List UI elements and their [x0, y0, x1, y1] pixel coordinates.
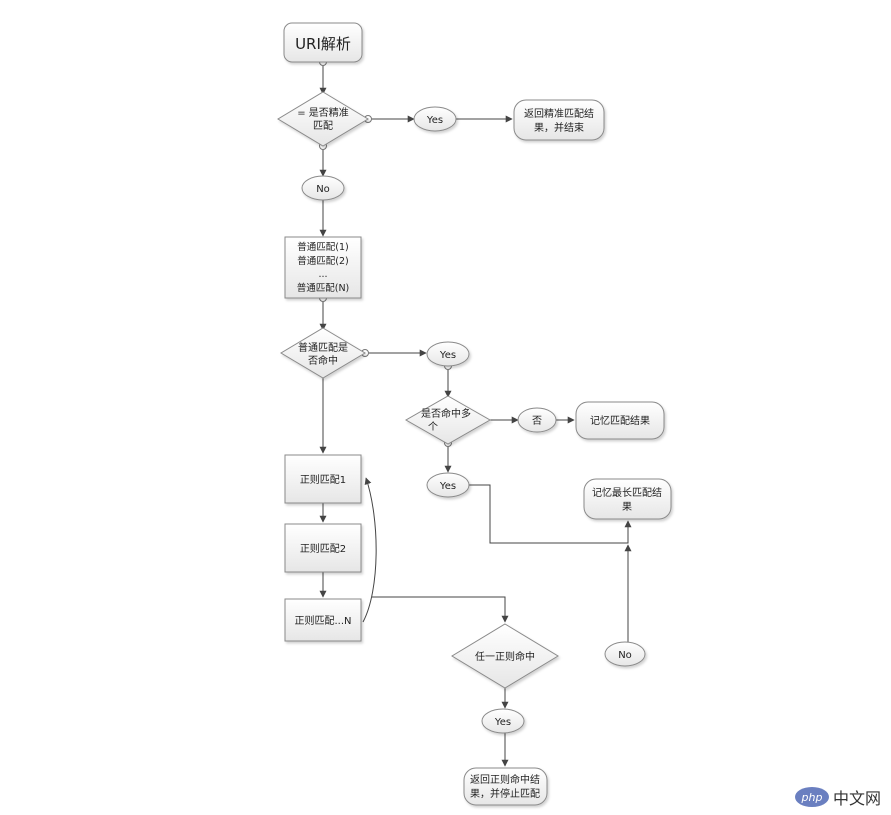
node-regex-2: 正则匹配2 [284, 523, 362, 573]
node-remember-longest: 记忆最长匹配结 果 [583, 478, 672, 520]
return-regex-line2: 果，并停止匹配 [470, 787, 540, 800]
normal-list-line1: 普通匹配(1) [297, 241, 348, 253]
yes-normal-label: Yes [439, 350, 456, 361]
normal-list-line4: 普通匹配(N) [297, 282, 350, 294]
node-yes-exact: Yes [413, 106, 457, 132]
node-no-exact: No [301, 175, 345, 201]
normal-hit-line2: 否命中 [308, 354, 338, 367]
node-yes-regex: Yes [481, 708, 525, 734]
decision-multi-hit: 是否命中多 个 [404, 395, 492, 445]
node-uri-parse: URI解析 [283, 22, 363, 63]
uri-parse-label: URI解析 [295, 35, 351, 53]
edge-yes-to-remember-longest [469, 484, 632, 544]
edges [319, 62, 632, 767]
php-logo-icon: php [794, 787, 829, 807]
yes-regex-label: Yes [494, 717, 511, 728]
regex2-label: 正则匹配2 [300, 542, 346, 555]
node-yes-normal: Yes [426, 341, 470, 367]
no-regex-label: No [618, 650, 632, 661]
regexN-label: 正则匹配...N [294, 614, 351, 627]
yes-multi-label: Yes [439, 481, 456, 492]
node-regex-n: 正则匹配...N [284, 598, 362, 642]
node-return-regex: 返回正则命中结 果，并停止匹配 [463, 767, 548, 806]
node-return-exact: 返回精准匹配结 果，并结束 [513, 99, 605, 141]
watermark: php 中文网 [794, 785, 881, 809]
node-regex-1: 正则匹配1 [284, 454, 362, 504]
remember-match-label: 记忆匹配结果 [590, 414, 650, 427]
multi-hit-line2: 个 [428, 421, 438, 433]
node-normal-match-list: 普通匹配(1) 普通匹配(2) ... 普通匹配(N) [284, 236, 362, 299]
remember-longest-line2: 果 [622, 501, 632, 513]
normal-list-line3: ... [318, 269, 327, 280]
normal-list-line2: 普通匹配(2) [297, 255, 348, 267]
decision-any-regex-hit: 任一正则命中 [451, 623, 559, 689]
node-yes-multi: Yes [426, 472, 470, 498]
multi-hit-line1: 是否命中多 [421, 407, 471, 420]
decision-normal-hit: 普通匹配是 否命中 [280, 327, 366, 379]
exact-match-line2: 匹配 [313, 120, 333, 132]
edge-regex-to-any-hit [372, 596, 509, 623]
yes-exact-label: Yes [426, 115, 443, 126]
node-no-regex: No [604, 641, 646, 667]
normal-hit-line1: 普通匹配是 [298, 341, 348, 354]
return-exact-line1: 返回精准匹配结 [524, 107, 594, 120]
return-regex-line1: 返回正则命中结 [470, 773, 540, 786]
decision-exact-match: = 是否精准 匹配 [277, 91, 369, 147]
no-exact-label: No [316, 184, 330, 195]
watermark-text: 中文网 [832, 789, 881, 808]
regex1-label: 正则匹配1 [300, 473, 346, 486]
no-multi-label: 否 [532, 415, 542, 427]
return-exact-line2: 果，并结束 [534, 121, 584, 134]
any-regex-hit-label: 任一正则命中 [475, 650, 535, 663]
edge-regexN-to-regex1 [362, 477, 377, 623]
node-remember-match: 记忆匹配结果 [575, 401, 665, 440]
node-no-multi: 否 [517, 407, 557, 433]
exact-match-line1: = 是否精准 [297, 106, 349, 119]
remember-longest-line1: 记忆最长匹配结 [592, 486, 662, 499]
